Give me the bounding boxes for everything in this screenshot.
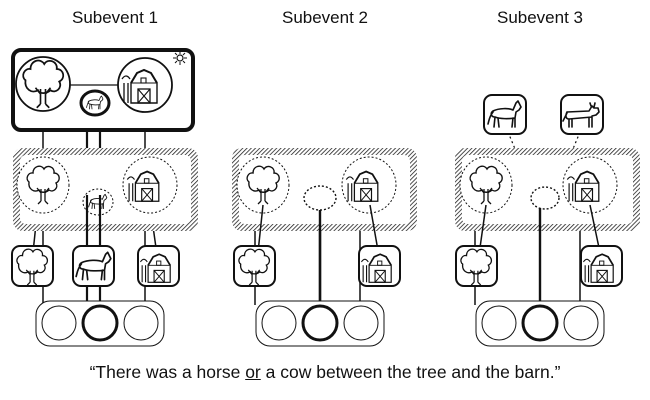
horse-token	[483, 94, 527, 135]
subevent-3-title: Subevent 3	[496, 8, 583, 27]
sun-icon	[172, 50, 188, 66]
caption-sentence: “There was a horse or a cow between the …	[0, 362, 650, 383]
caption-emphasis: or	[245, 362, 261, 382]
subevent-1-panel	[11, 48, 198, 347]
subevent-2-title: Subevent 2	[281, 8, 368, 27]
subevent-1-title: Subevent 1	[71, 8, 158, 27]
scene-horse-circle	[79, 89, 111, 117]
caption-part-2: a cow between the tree and the barn.”	[260, 362, 561, 382]
caption-part-1: “There was a horse	[89, 362, 246, 382]
subevent-2-panel	[232, 148, 417, 347]
subevent-3-panel	[455, 94, 640, 347]
